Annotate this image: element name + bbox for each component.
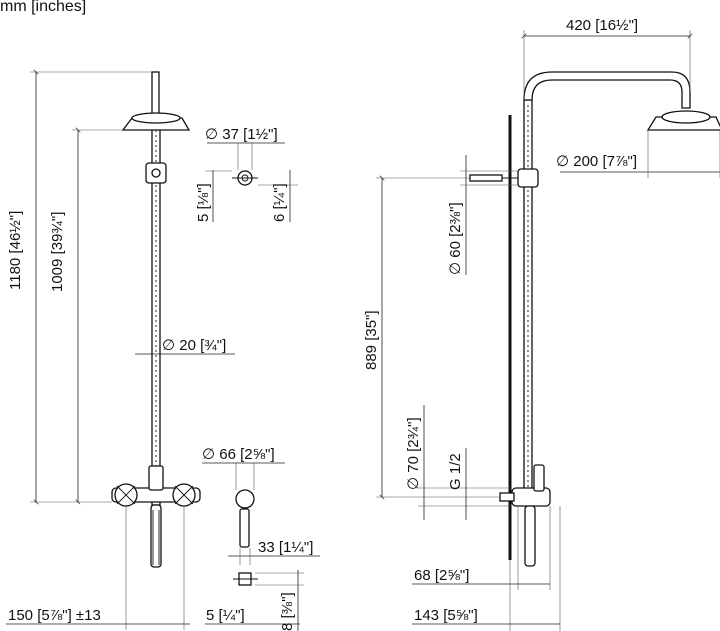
dim-thread: G 1/2 — [447, 453, 464, 490]
dim-1009: 1009 [39¾"] — [49, 212, 66, 292]
top-stem — [151, 71, 160, 118]
dim-5-bottom: 5 [¼"] — [206, 607, 245, 624]
dim-1180: 1180 [46½"] — [7, 211, 24, 290]
dim-5-top: 5 [⅛"] — [195, 183, 212, 222]
dim-150: 150 [5⅞"] ±13 — [8, 607, 101, 624]
front-view — [111, 71, 258, 586]
units-note: mm [inches] — [0, 0, 87, 15]
dim-dia-20: ∅ 20 [¾"] — [162, 337, 226, 354]
hand-shower — [150, 504, 162, 568]
dim-dia-70: ∅ 70 [2¾"] — [405, 417, 422, 490]
dim-143: 143 [5⅝"] — [414, 607, 478, 624]
dim-889: 889 [35"] — [363, 310, 380, 370]
dim-420: 420 [16½"] — [566, 17, 638, 34]
dim-8: 8 [⅜"] — [279, 592, 296, 631]
dim-dia-60: ∅ 60 [2⅜"] — [447, 202, 464, 275]
shower-arm — [523, 71, 691, 109]
dim-68: 68 [2⅝"] — [414, 567, 469, 584]
side-bracket — [517, 168, 539, 188]
side-mixer — [511, 487, 551, 507]
front-view-dimensions — [6, 69, 320, 631]
dim-dia-200: ∅ 200 [7⅞"] — [556, 153, 637, 170]
dim-33: 33 [1¼"] — [258, 539, 313, 556]
dim-6: 6 [¼"] — [271, 183, 288, 222]
dim-dia-66: ∅ 66 [2⅝"] — [202, 446, 275, 463]
side-view-dimensions — [376, 30, 720, 631]
rosette-detail — [235, 489, 255, 509]
dim-dia-37: ∅ 37 [1½"] — [205, 126, 278, 143]
side-view — [469, 71, 720, 567]
side-hand-shower — [524, 505, 536, 567]
